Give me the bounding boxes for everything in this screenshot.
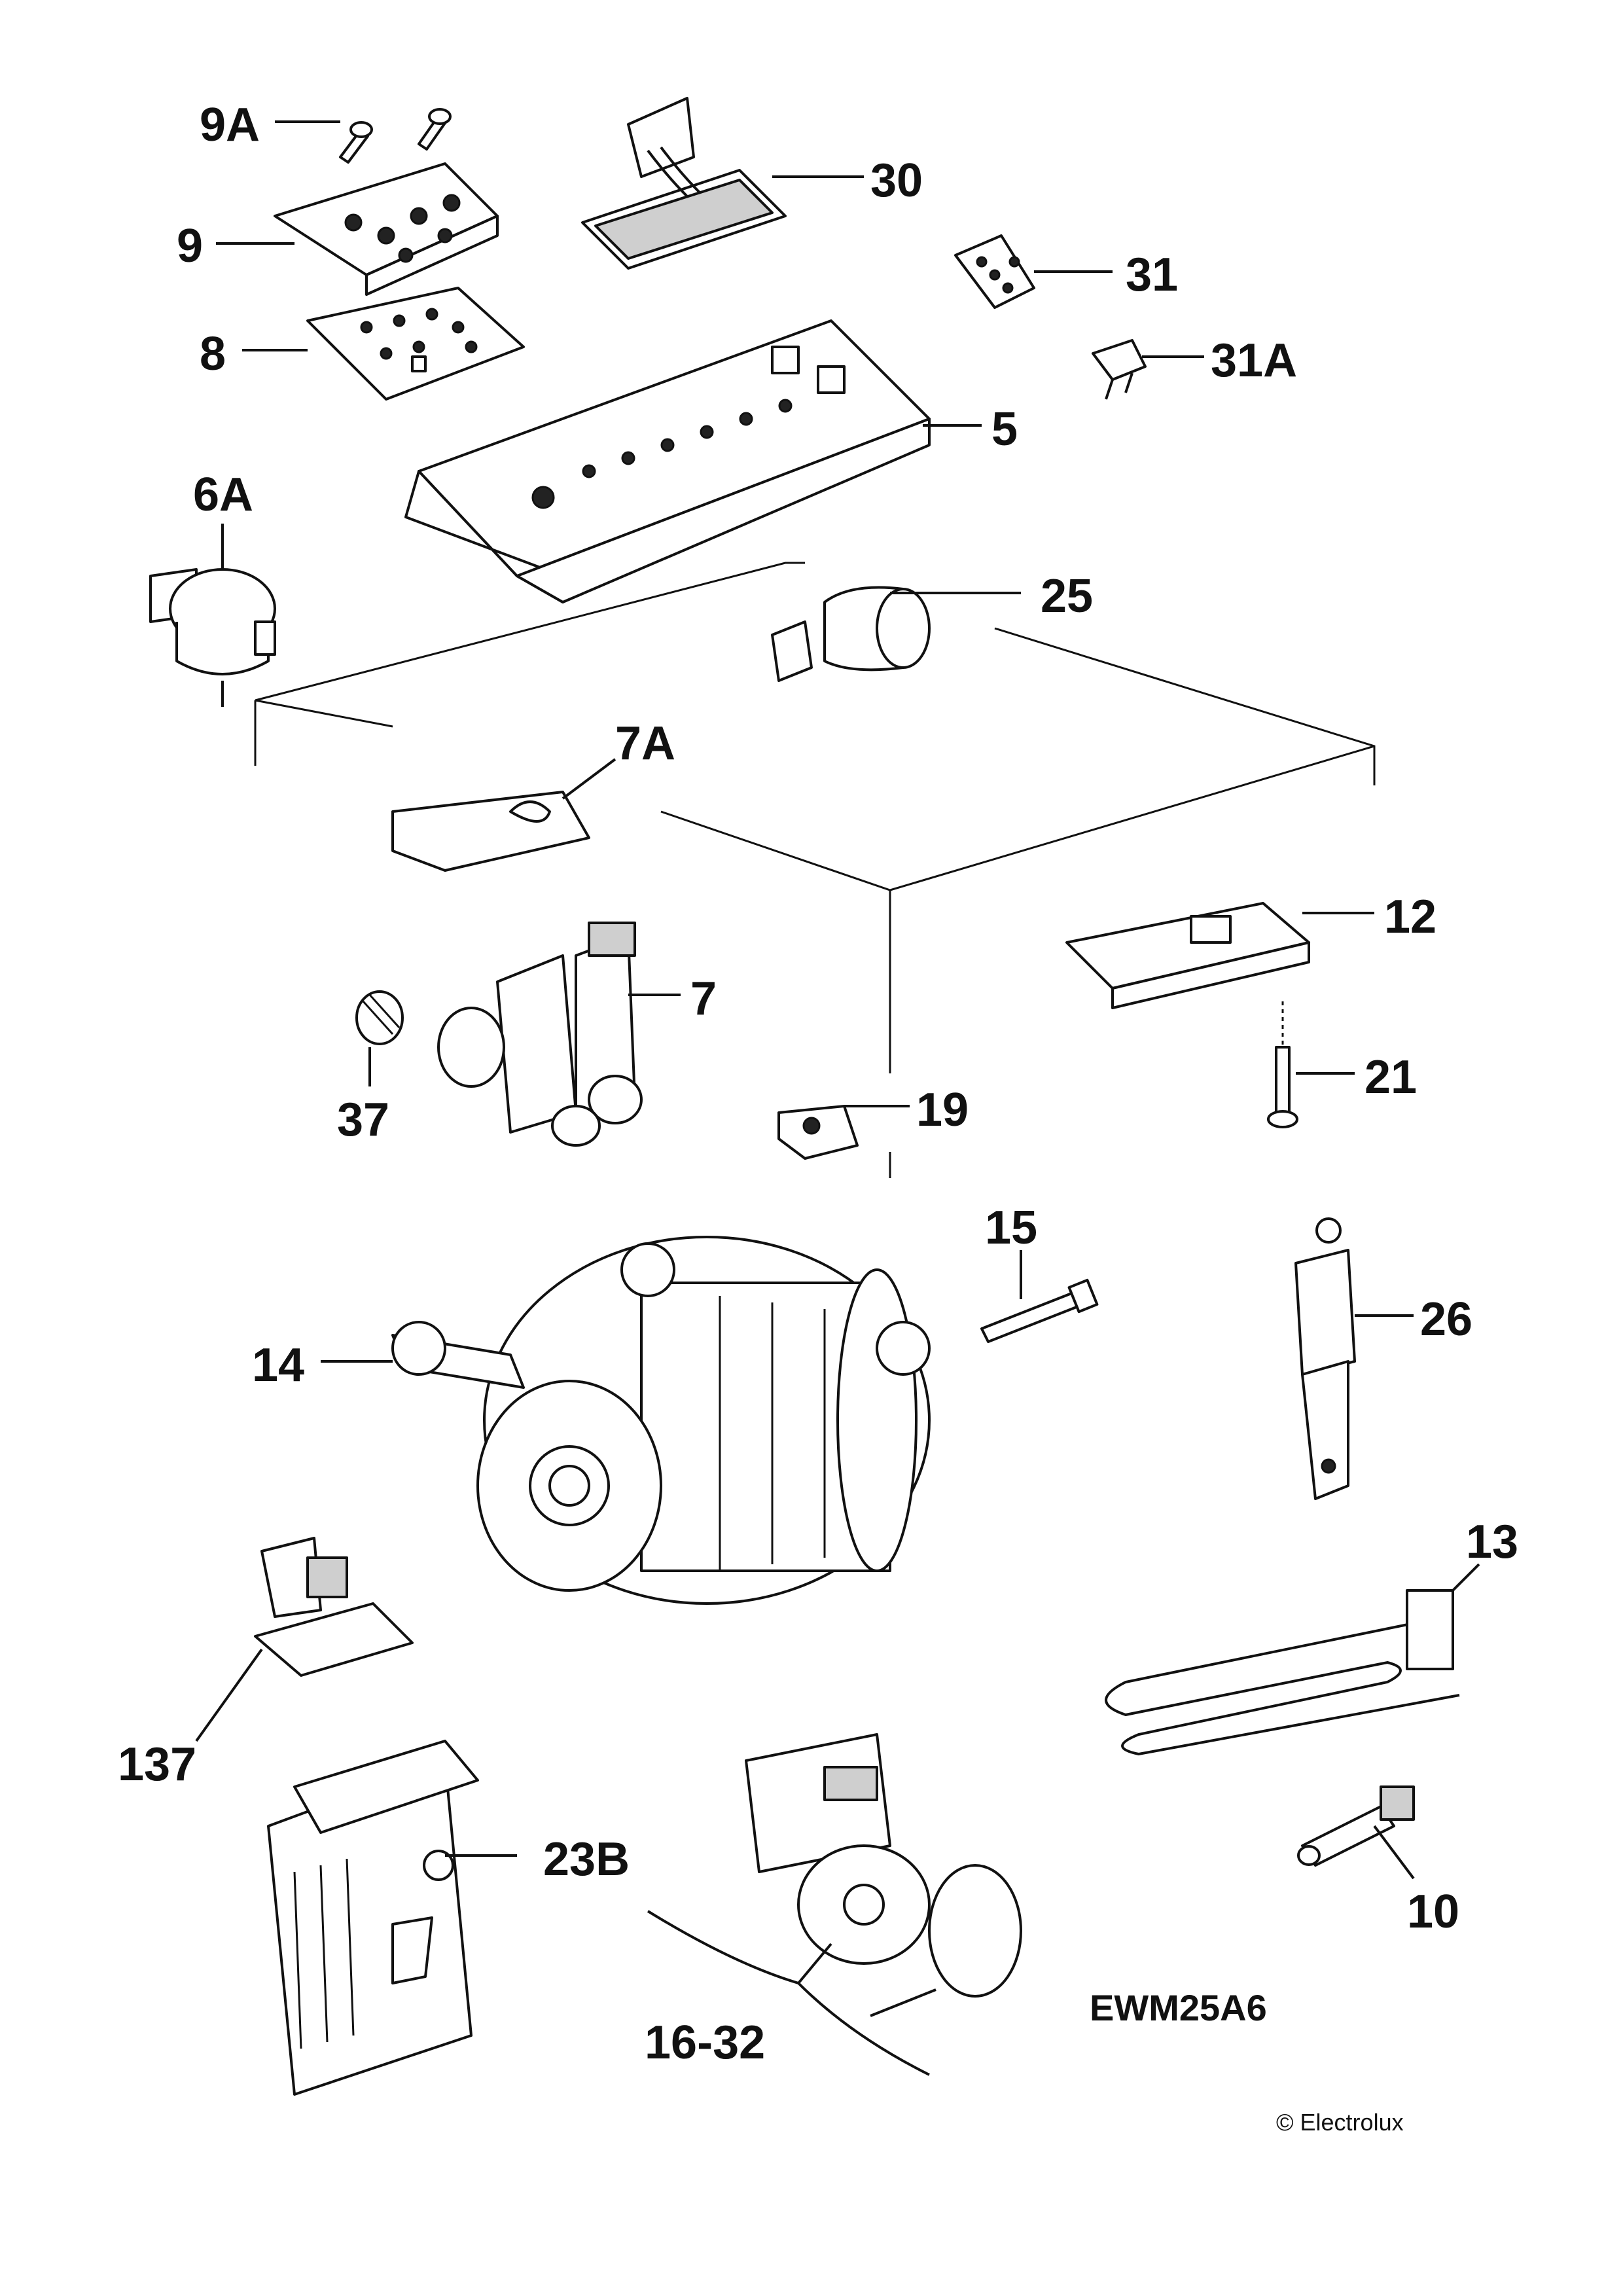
label-21: 21 (1364, 1051, 1418, 1103)
part-7a-valve-bracket (391, 758, 616, 872)
label-13: 13 (1466, 1516, 1519, 1568)
label-10: 10 (1407, 1886, 1460, 1938)
part-7-water-valve (437, 922, 681, 1147)
label-26: 26 (1420, 1293, 1473, 1346)
label-9a: 9A (200, 99, 260, 151)
part-23b-electronic-module (267, 1740, 517, 2096)
label-30: 30 (870, 154, 923, 207)
part-8-keyboard-pcb (242, 287, 525, 401)
label-7a: 7A (615, 717, 676, 770)
part-19-clip (777, 1105, 910, 1160)
label-137: 137 (118, 1738, 197, 1791)
part-15-bolt (980, 1250, 1099, 1343)
label-25: 25 (1041, 570, 1094, 622)
model-code: EWM25A6 (1090, 1987, 1267, 2028)
label-5: 5 (991, 403, 1018, 456)
label-9: 9 (177, 220, 204, 272)
part-6a-pressure-switch (149, 524, 276, 707)
part-16-32-drain-pump (647, 1733, 1022, 2076)
part-31a-jumper (1092, 339, 1204, 400)
label-19: 19 (916, 1084, 969, 1136)
part-12-door-lock (1065, 902, 1374, 1009)
part-30-display (581, 97, 864, 270)
label-31a: 31A (1211, 334, 1298, 387)
label-37: 37 (337, 1094, 390, 1146)
label-15: 15 (985, 1202, 1038, 1254)
part-137-interference-filter (195, 1537, 414, 1742)
label-12: 12 (1384, 891, 1437, 943)
label-14: 14 (252, 1339, 305, 1391)
part-21-screw (1267, 1001, 1355, 1128)
part-5-control-panel (404, 319, 982, 603)
part-10-thermostat (1297, 1785, 1415, 1880)
part-37-inlet-filter (355, 990, 404, 1086)
label-8: 8 (200, 328, 226, 380)
label-7: 7 (690, 973, 717, 1025)
part-13-heating-element (1105, 1563, 1480, 1756)
part-9-button-carrier (216, 162, 499, 296)
label-23b: 23B (543, 1833, 630, 1886)
part-26-sensor (1294, 1217, 1414, 1500)
part-14-motor (321, 1236, 931, 1605)
part-31-connector (954, 234, 1113, 309)
part-9a-screws (275, 108, 452, 164)
part-25-suppressor (771, 586, 1021, 682)
cabinet-outline (254, 562, 1376, 1178)
label-31: 31 (1126, 249, 1179, 301)
copyright: © Electrolux (1276, 2109, 1404, 2136)
label-16-32: 16-32 (645, 2017, 766, 2069)
label-6a: 6A (193, 469, 254, 521)
